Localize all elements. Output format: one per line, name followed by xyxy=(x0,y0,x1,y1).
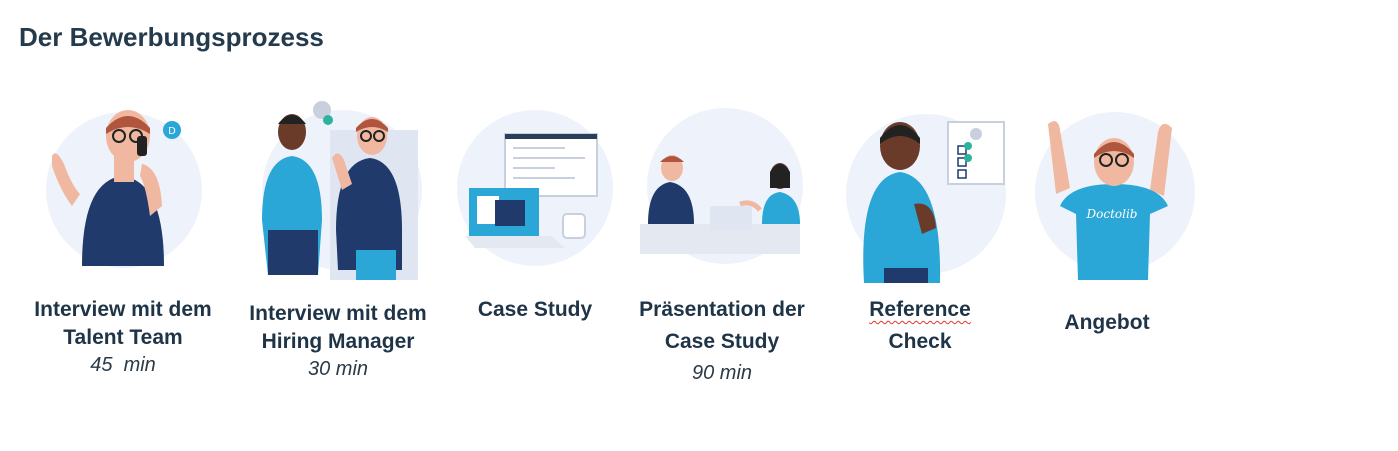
step-case-study: Case Study xyxy=(435,296,635,324)
step-1-illustration: D xyxy=(42,106,212,281)
step-label: Case Study xyxy=(664,330,780,353)
step-3-illustration xyxy=(455,108,615,273)
step-duration: 30 min xyxy=(307,358,369,380)
step-interview-talent-team: Interview mit dem Talent Team 45 min xyxy=(23,296,223,378)
step-interview-hiring-manager: Interview mit dem Hiring Manager 30 min xyxy=(238,300,438,382)
two-people-on-phone-icon xyxy=(262,101,422,280)
presentation-meeting-icon xyxy=(640,108,803,264)
step-label: Interview mit dem xyxy=(249,302,427,325)
step-4-illustration xyxy=(640,106,810,281)
step-label: Angebot xyxy=(1064,311,1150,334)
celebrating-person-icon: Doctolib xyxy=(1035,112,1195,280)
step-duration: 45 min xyxy=(90,354,156,376)
step-label: Case Study xyxy=(477,298,593,321)
step-label: Check xyxy=(888,330,952,353)
step-praesentation-case-study: Präsentation der Case Study 90 min xyxy=(622,296,822,386)
step-6-illustration: Doctolib xyxy=(1030,110,1200,290)
step-label: Reference xyxy=(820,296,1020,324)
step-label: Präsentation der xyxy=(639,298,805,321)
step-5-illustration xyxy=(844,108,1014,288)
step-label-text: Reference xyxy=(869,298,971,321)
step-label: Hiring Manager xyxy=(261,330,415,353)
person-on-phone-icon: D xyxy=(46,110,202,268)
page-title: Der Bewerbungsprozess xyxy=(19,22,324,52)
reference-check-icon xyxy=(846,114,1006,283)
svg-text:D: D xyxy=(168,126,176,137)
step-2-illustration xyxy=(252,100,432,285)
step-reference-check: Reference Check xyxy=(820,296,1020,356)
laptop-case-study-icon xyxy=(457,110,613,266)
step-duration: 90 min xyxy=(691,362,753,384)
step-angebot: Angebot xyxy=(1007,309,1207,337)
svg-text:Doctolib: Doctolib xyxy=(1086,207,1138,221)
step-label: Interview mit dem xyxy=(34,298,212,321)
step-label: Talent Team xyxy=(63,326,183,349)
